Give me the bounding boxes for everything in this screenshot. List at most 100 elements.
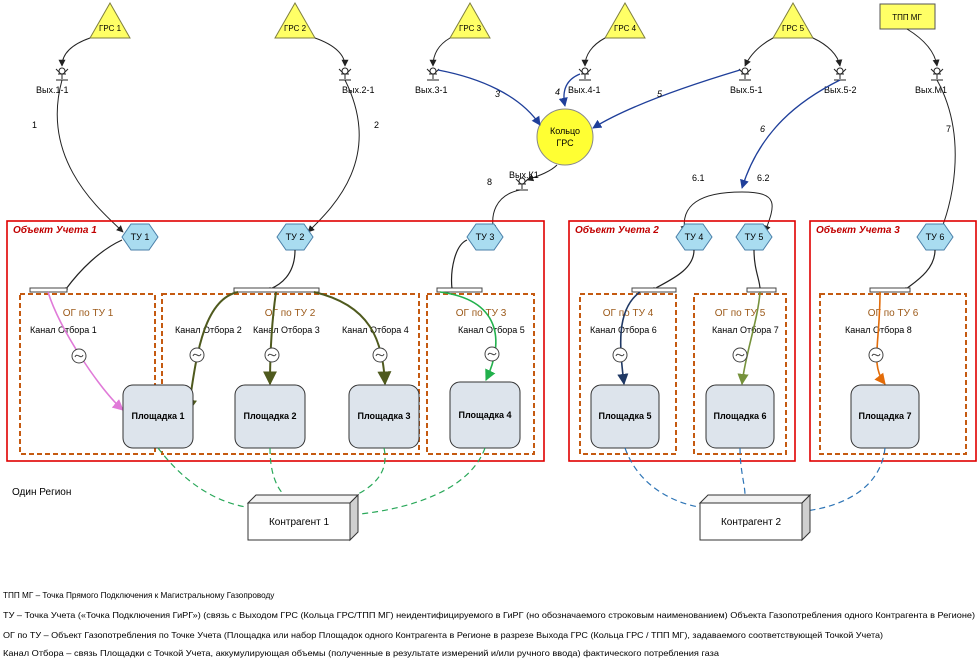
- output-5-2-icon: [833, 67, 847, 81]
- output-4-1-label: Вых.4-1: [568, 85, 600, 95]
- grs4-label: ГРС 4: [614, 24, 637, 33]
- channel-7-label: Канал Отбора 7: [712, 325, 779, 335]
- tu-5-label: ТУ 5: [745, 232, 764, 242]
- collector-tu-2: [233, 287, 320, 293]
- collector-tu-6: [869, 287, 911, 293]
- output-3-1-icon: [426, 67, 440, 81]
- ring-grs-label-1: Кольцо: [550, 126, 580, 136]
- og-6-label: ОГ по ТУ 6: [868, 308, 919, 319]
- tu-6-node: ТУ 6: [916, 223, 954, 251]
- contractor-2-node: Контрагент 2: [698, 493, 812, 542]
- region-label: Один Регион: [12, 487, 71, 498]
- output-m1-icon: [930, 67, 944, 81]
- edge-number-6: 6: [760, 124, 765, 134]
- edge-number-7: 7: [946, 124, 951, 134]
- edge-number-4: 4: [555, 87, 560, 97]
- output-k1-label: Вых.К1: [509, 170, 539, 180]
- legend-tu: ТУ – Точка Учета («Точка Подключения ГиР…: [3, 611, 975, 620]
- tu-3-label: ТУ 3: [476, 232, 495, 242]
- legend-tpp: ТПП МГ – Точка Прямого Подключения к Маг…: [3, 591, 275, 600]
- legend-og: ОГ по ТУ – Объект Газопотребления по Точ…: [3, 631, 883, 640]
- platform-6-label: Площадка 6: [713, 411, 766, 421]
- og-1-label: ОГ по ТУ 1: [63, 308, 114, 319]
- contractor-1-label: Контрагент 1: [269, 517, 329, 528]
- object-1-box: [6, 220, 545, 462]
- edge-number-5: 5: [657, 89, 663, 99]
- og-5-label: ОГ по ТУ 5: [715, 308, 766, 319]
- legend-channel: Канал Отбора – связь Площадки с Точкой У…: [3, 649, 720, 658]
- platform-3: Площадка 3: [348, 384, 420, 449]
- platform-7: Площадка 7: [850, 384, 920, 449]
- platform-5: Площадка 5: [590, 384, 660, 449]
- output-3-1-label: Вых.3-1: [415, 85, 447, 95]
- collector-tu-3: [436, 287, 483, 293]
- tu-5-node: ТУ 5: [735, 223, 773, 251]
- meter-7-icon: [732, 347, 748, 363]
- og-1-box: [19, 293, 156, 455]
- grs1-label: ГРС 1: [99, 24, 122, 33]
- tu-6-label: ТУ 6: [926, 232, 945, 242]
- edge-number-2: 2: [374, 120, 379, 130]
- og-4-box: [579, 293, 677, 455]
- edge-number-1: 1: [32, 120, 37, 130]
- edge-number-6-1: 6.1: [692, 173, 705, 183]
- channel-1-label: Канал Отбора 1: [30, 325, 97, 335]
- grs2-node: ГРС 2: [274, 1, 316, 39]
- edge-number-8: 8: [487, 177, 492, 187]
- platform-3-label: Площадка 3: [357, 411, 410, 421]
- meter-6-icon: [612, 347, 628, 363]
- output-5-2-label: Вых.5-2: [824, 85, 856, 95]
- tpp-node: ТПП МГ: [879, 3, 936, 30]
- grs2-label: ГРС 2: [284, 24, 307, 33]
- meter-3-icon: [264, 347, 280, 363]
- object-2-box: [568, 220, 796, 462]
- tu-2-label: ТУ 2: [286, 232, 305, 242]
- output-1-1-icon: [55, 67, 69, 81]
- edge-number-6-2: 6.2: [757, 173, 770, 183]
- meter-2-icon: [189, 347, 205, 363]
- channel-6-label: Канал Отбора 6: [590, 325, 657, 335]
- channel-4-label: Канал Отбора 4: [342, 325, 409, 335]
- platform-4-label: Площадка 4: [458, 410, 511, 420]
- tu-3-node: ТУ 3: [466, 223, 504, 251]
- platform-1-label: Площадка 1: [131, 411, 184, 421]
- object-1-label: Объект Учета 1: [13, 224, 97, 236]
- meter-1-icon: [71, 348, 87, 364]
- grs3-node: ГРС 3: [449, 1, 491, 39]
- og-2-label: ОГ по ТУ 2: [265, 308, 316, 319]
- channel-5-label: Канал Отбора 5: [458, 325, 525, 335]
- object-2-label: Объект Учета 2: [575, 224, 659, 236]
- tu-4-node: ТУ 4: [675, 223, 713, 251]
- object-3-label: Объект Учета 3: [816, 224, 900, 236]
- grs4-node: ГРС 4: [604, 1, 646, 39]
- platform-4: Площадка 4: [449, 381, 521, 449]
- og-3-box: [426, 293, 535, 455]
- og-4-label: ОГ по ТУ 4: [603, 308, 654, 319]
- grs5-label: ГРС 5: [782, 24, 805, 33]
- grs1-node: ГРС 1: [89, 1, 131, 39]
- ring-grs-label-2: ГРС: [556, 138, 574, 148]
- tu-4-label: ТУ 4: [685, 232, 704, 242]
- og-6-box: [819, 293, 967, 455]
- meter-5-icon: [484, 346, 500, 362]
- contractor-2-label: Контрагент 2: [721, 517, 781, 528]
- output-2-1-icon: [338, 67, 352, 81]
- tpp-label: ТПП МГ: [892, 13, 922, 22]
- contractor-1-node: Контрагент 1: [246, 493, 360, 542]
- platform-1: Площадка 1: [122, 384, 194, 449]
- tu-2-node: ТУ 2: [276, 223, 314, 251]
- og-3-label: ОГ по ТУ 3: [456, 308, 507, 319]
- platform-2-label: Площадка 2: [243, 411, 296, 421]
- output-2-1-label: Вых.2-1: [342, 85, 374, 95]
- collector-tu-5: [746, 287, 777, 293]
- channel-3-label: Канал Отбора 3: [253, 325, 320, 335]
- tu-1-node: ТУ 1: [121, 223, 159, 251]
- collector-tu-1: [29, 287, 68, 293]
- channel-2-label: Канал Отбора 2: [175, 325, 242, 335]
- output-5-1-label: Вых.5-1: [730, 85, 762, 95]
- meter-8-icon: [868, 347, 884, 363]
- collector-tu-4: [631, 287, 677, 293]
- output-5-1-icon: [738, 67, 752, 81]
- meter-4-icon: [372, 347, 388, 363]
